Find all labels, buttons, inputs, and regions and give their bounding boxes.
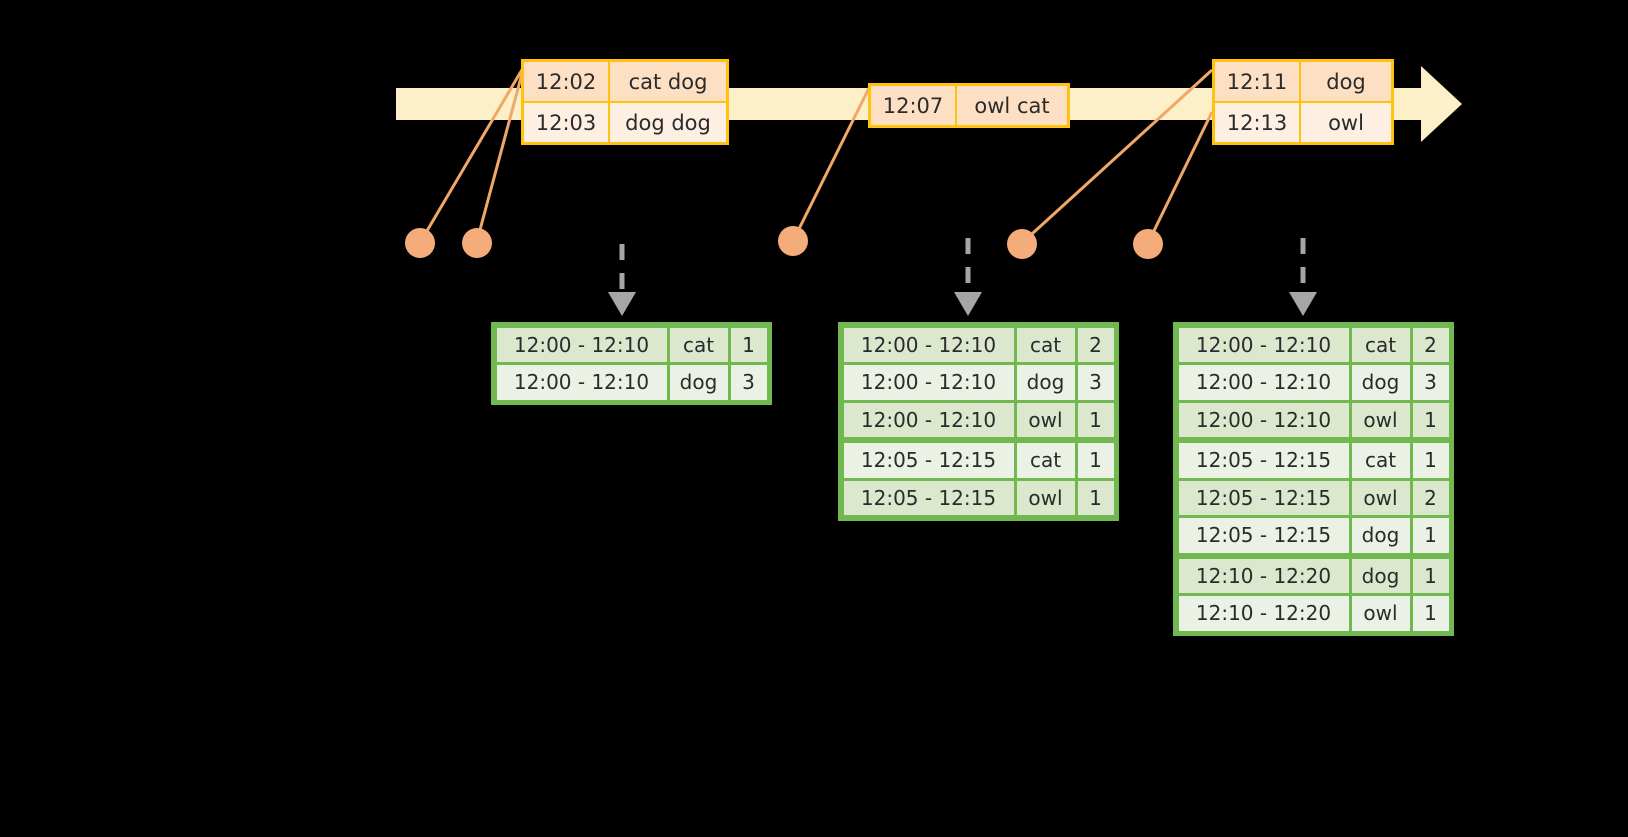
table-cell-key: cat xyxy=(669,327,728,362)
event-row: 12:11 dog xyxy=(1215,62,1391,101)
event-words: dog dog xyxy=(625,110,711,135)
table-cell-window: 12:00 - 12:10 xyxy=(496,365,667,400)
event-row: 12:02 cat dog xyxy=(524,62,726,101)
flow-arrowhead-3 xyxy=(1289,292,1317,316)
table-cell-count: 3 xyxy=(1412,365,1449,400)
flow-arrowhead-2 xyxy=(954,292,982,316)
connector-line-2 xyxy=(475,69,525,242)
event-time: 12:13 xyxy=(1215,103,1301,142)
table-cell-window: 12:05 - 12:15 xyxy=(843,480,1014,515)
table-cell-window: 12:00 - 12:10 xyxy=(843,365,1014,400)
table-cell-window: 12:00 - 12:10 xyxy=(843,402,1014,437)
event-words: dog xyxy=(1326,69,1366,94)
dot-5 xyxy=(1133,229,1163,259)
table-cell-key: cat xyxy=(1016,443,1075,478)
event-box-3[interactable]: 12:11 dog 12:13 owl xyxy=(1212,59,1394,145)
table-cell-key: dog xyxy=(1351,365,1410,400)
event-time: 12:03 xyxy=(524,103,610,142)
event-row: 12:13 owl xyxy=(1215,101,1391,142)
table-cell-window: 12:00 - 12:10 xyxy=(1178,402,1349,437)
connector-line-1 xyxy=(419,67,525,242)
table-cell-window: 12:05 - 12:15 xyxy=(1178,443,1349,478)
table-cell-key: dog xyxy=(1351,518,1410,553)
dot-3 xyxy=(778,226,808,256)
event-words: owl cat xyxy=(974,93,1050,118)
table-cell-count: 1 xyxy=(1077,443,1114,478)
table-cell-count: 3 xyxy=(730,365,767,400)
flow-arrows xyxy=(619,238,1306,292)
table-cell-key: cat xyxy=(1351,327,1410,362)
table-cell-window: 12:05 - 12:15 xyxy=(1178,480,1349,515)
table-cell-key: owl xyxy=(1351,480,1410,515)
flow-arrow-heads xyxy=(608,292,1317,316)
table-cell-count: 1 xyxy=(1077,480,1114,515)
table-cell-key: owl xyxy=(1016,402,1075,437)
table-cell-key: owl xyxy=(1351,596,1410,631)
table-cell-count: 1 xyxy=(730,327,767,362)
table-cell-window: 12:05 - 12:15 xyxy=(1178,518,1349,553)
table-cell-count: 1 xyxy=(1412,518,1449,553)
table-cell-key: owl xyxy=(1351,402,1410,437)
table-cell-count: 1 xyxy=(1412,558,1449,593)
connector-line-5 xyxy=(1146,111,1214,244)
table-cell-key: dog xyxy=(1351,558,1410,593)
event-time: 12:02 xyxy=(524,62,610,101)
event-box-2[interactable]: 12:07 owl cat xyxy=(868,83,1070,128)
table-cell-key: dog xyxy=(1016,365,1075,400)
dot-4 xyxy=(1007,229,1037,259)
event-box-1[interactable]: 12:02 cat dog 12:03 dog dog xyxy=(521,59,729,145)
table-cell-window: 12:00 - 12:10 xyxy=(843,327,1014,362)
table-cell-key: cat xyxy=(1351,443,1410,478)
table-cell-count: 3 xyxy=(1077,365,1114,400)
connector-line-3 xyxy=(791,87,871,242)
event-row: 12:03 dog dog xyxy=(524,101,726,142)
table-cell-window: 12:10 - 12:20 xyxy=(1178,558,1349,593)
table-cell-window: 12:05 - 12:15 xyxy=(843,443,1014,478)
table-cell-window: 12:00 - 12:10 xyxy=(1178,365,1349,400)
table-cell-key: owl xyxy=(1016,480,1075,515)
table-cell-window: 12:00 - 12:10 xyxy=(496,327,667,362)
event-time: 12:07 xyxy=(871,86,957,125)
table-cell-count: 1 xyxy=(1412,596,1449,631)
event-dots xyxy=(405,226,1163,259)
dot-1 xyxy=(405,228,435,258)
flow-arrowhead-1 xyxy=(608,292,636,316)
table-cell-key: dog xyxy=(669,365,728,400)
table-cell-key: cat xyxy=(1016,327,1075,362)
table-cell-count: 1 xyxy=(1077,402,1114,437)
table-cell-count: 2 xyxy=(1077,327,1114,362)
table-cell-window: 12:00 - 12:10 xyxy=(1178,327,1349,362)
event-words: owl xyxy=(1328,110,1364,135)
event-time: 12:11 xyxy=(1215,62,1301,101)
table-cell-window: 12:10 - 12:20 xyxy=(1178,596,1349,631)
event-row: 12:07 owl cat xyxy=(871,86,1067,125)
table-cell-count: 2 xyxy=(1412,480,1449,515)
table-cell-count: 1 xyxy=(1412,402,1449,437)
dot-2 xyxy=(462,228,492,258)
table-cell-count: 1 xyxy=(1412,443,1449,478)
table-cell-count: 2 xyxy=(1412,327,1449,362)
event-words: cat dog xyxy=(628,69,708,94)
